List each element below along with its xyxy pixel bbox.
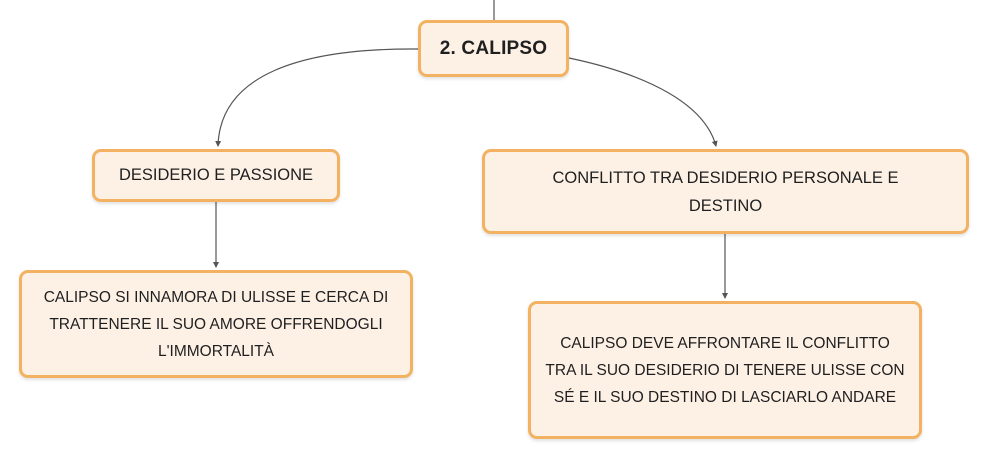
branch-node-label: DESIDERIO E PASSIONE [118,166,314,184]
branch-node-conflict[interactable]: CONFLITTO TRA DESIDERIO PERSONALE E DEST… [482,149,969,234]
root-node-label: 2. CALIPSO [439,37,548,59]
root-node[interactable]: 2. CALIPSO [418,20,569,77]
detail-node-conflict[interactable]: CALIPSO DEVE AFFRONTARE IL CONFLITTO TRA… [528,301,922,439]
connector-root-to-conflict [568,57,718,147]
detail-node-text: CALIPSO SI INNAMORA DI ULISSE E CERCA DI… [43,288,389,360]
connector-root-to-desire [215,48,419,147]
branch-node-desire[interactable]: DESIDERIO E PASSIONE [92,149,340,202]
detail-node-text: CALIPSO DEVE AFFRONTARE IL CONFLITTO TRA… [545,334,905,406]
branch-node-label: CONFLITTO TRA DESIDERIO PERSONALE E DEST… [552,168,899,215]
detail-node-desire[interactable]: CALIPSO SI INNAMORA DI ULISSE E CERCA DI… [19,270,413,378]
